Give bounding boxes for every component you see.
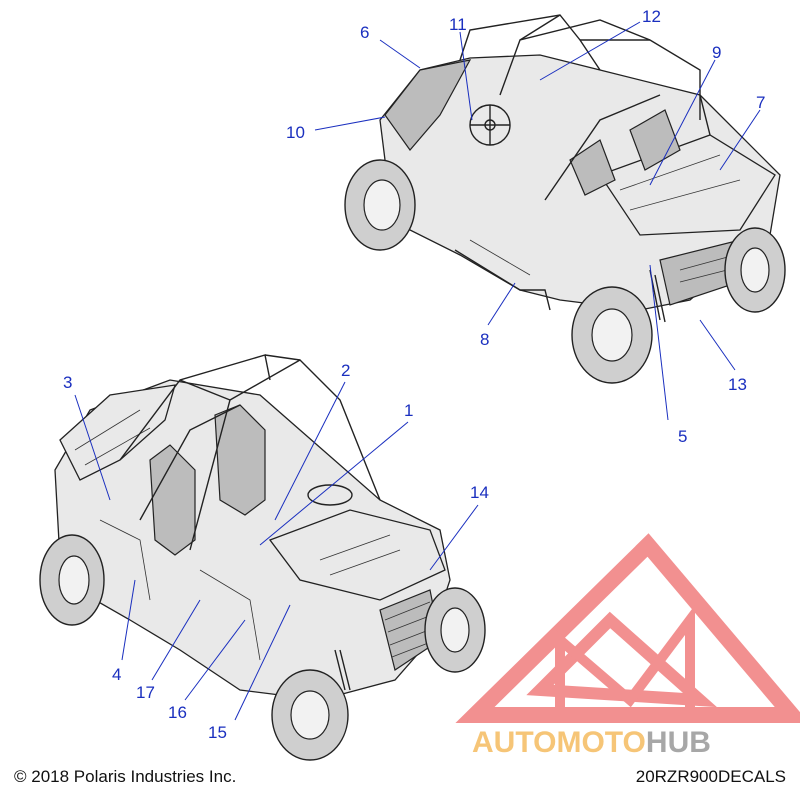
callouts-top: 6 11 12 9 7 10 8 13 5 — [286, 7, 765, 446]
callouts-bottom: 3 2 1 14 4 17 16 15 — [63, 361, 489, 742]
leader-lines — [74, 21, 761, 721]
callout-7: 7 — [756, 93, 765, 112]
callout-10: 10 — [286, 123, 305, 142]
callout-13: 13 — [728, 375, 747, 394]
diagram-code: 20RZR900DECALS — [636, 767, 786, 786]
callout-1: 1 — [404, 401, 413, 420]
callout-6: 6 — [360, 23, 369, 42]
callout-9: 9 — [712, 43, 721, 62]
callout-17: 17 — [136, 683, 155, 702]
vehicle-bottom-view — [39, 354, 486, 761]
automotohub-logo: AUTOMOTOHUB — [455, 533, 800, 759]
callout-2: 2 — [341, 361, 350, 380]
vehicle-top-view — [344, 14, 786, 384]
callout-8: 8 — [480, 330, 489, 349]
callout-12: 12 — [642, 7, 661, 26]
watermark-text: AUTOMOTOHUB — [472, 726, 711, 759]
callout-14: 14 — [470, 483, 489, 502]
callout-4: 4 — [112, 665, 121, 684]
callout-16: 16 — [168, 703, 187, 722]
copyright-text: © 2018 Polaris Industries Inc. — [14, 767, 236, 786]
watermark-moto: MOTO — [556, 726, 645, 759]
watermark-hub: HUB — [646, 726, 711, 759]
watermark-auto: AUTO — [472, 726, 556, 759]
callout-3: 3 — [63, 373, 72, 392]
callout-5: 5 — [678, 427, 687, 446]
callout-15: 15 — [208, 723, 227, 742]
callout-11: 11 — [449, 15, 467, 34]
